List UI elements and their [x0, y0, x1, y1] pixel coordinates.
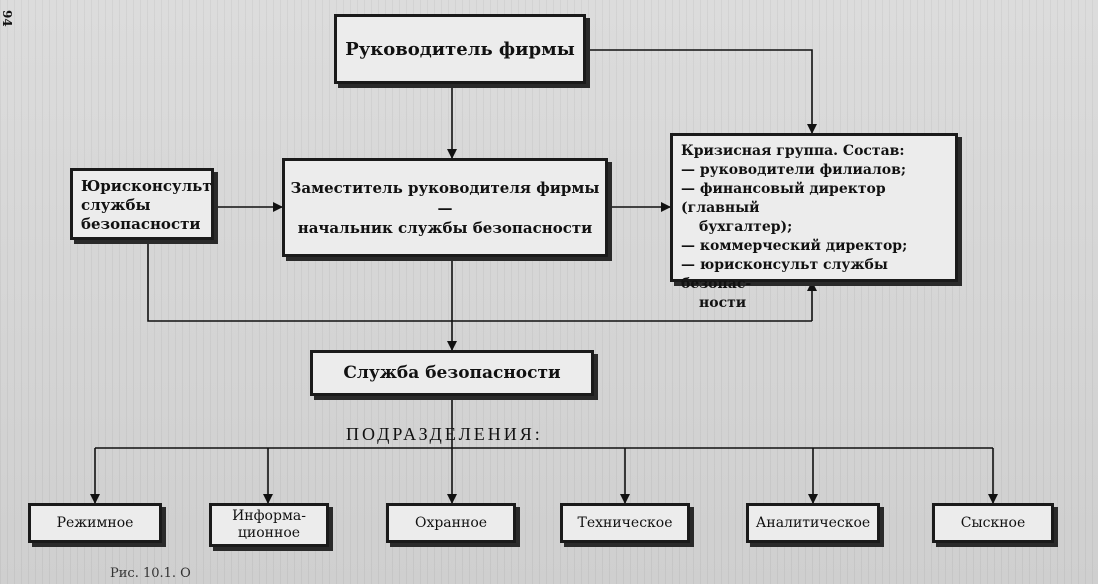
crisis-item: ности [699, 295, 747, 311]
crisis-member-list: — руководители филиалов; — финансовый ди… [681, 161, 947, 313]
unit-label: Информа- ционное [232, 508, 306, 541]
unit-box: Аналитическое [746, 503, 880, 543]
unit-box: Охранное [386, 503, 516, 543]
figure-caption: Рис. 10.1. О [110, 566, 191, 581]
security-service-label: Служба безопасности [343, 363, 561, 383]
crisis-item: — юрисконсульт службы безопас- [681, 257, 888, 292]
unit-label: Охранное [414, 515, 488, 531]
unit-label: Аналитическое [755, 515, 871, 531]
unit-label: Режимное [56, 515, 134, 531]
lawyer-label-1: Юрисконсульт [81, 177, 212, 195]
crisis-group-box: Кризисная группа. Состав: — руководители… [670, 133, 958, 311]
unit-label: Техническое [577, 515, 673, 531]
lawyer-label-3: безопасности [81, 215, 201, 233]
subdivisions-label: ПОДРАЗДЕЛЕНИЯ: [346, 424, 543, 444]
crisis-title: Кризисная группа. Состав: [681, 143, 905, 159]
deputy-label-2: начальник службы безопасности [297, 218, 593, 237]
unit-box: Техническое [560, 503, 690, 543]
crisis-item: — финансовый директор (главный [681, 181, 886, 216]
lawyer-label-2: службы [81, 196, 151, 214]
security-service-box: Служба безопасности [310, 350, 594, 396]
crisis-item: — коммерческий директор; [681, 238, 908, 254]
arrow-head-to-crisis [586, 49, 817, 134]
head-label: Руководитель фирмы [345, 38, 575, 60]
head-box: Руководитель фирмы [334, 14, 586, 84]
crisis-item: — руководители филиалов; [681, 162, 907, 178]
unit-label: Сыскное [960, 515, 1026, 531]
crisis-item: бухгалтер); [699, 219, 793, 235]
unit-box: Информа- ционное [209, 503, 329, 547]
unit-box: Режимное [28, 503, 162, 543]
deputy-label-1: Заместитель руководителя фирмы — [290, 178, 600, 217]
unit-box: Сыскное [932, 503, 1054, 543]
page-number: 94 [0, 10, 14, 27]
lawyer-box: Юрисконсульт службы безопасности [70, 168, 214, 240]
line-lawyer-bottom [147, 240, 812, 322]
deputy-box: Заместитель руководителя фирмы — начальн… [282, 158, 608, 257]
